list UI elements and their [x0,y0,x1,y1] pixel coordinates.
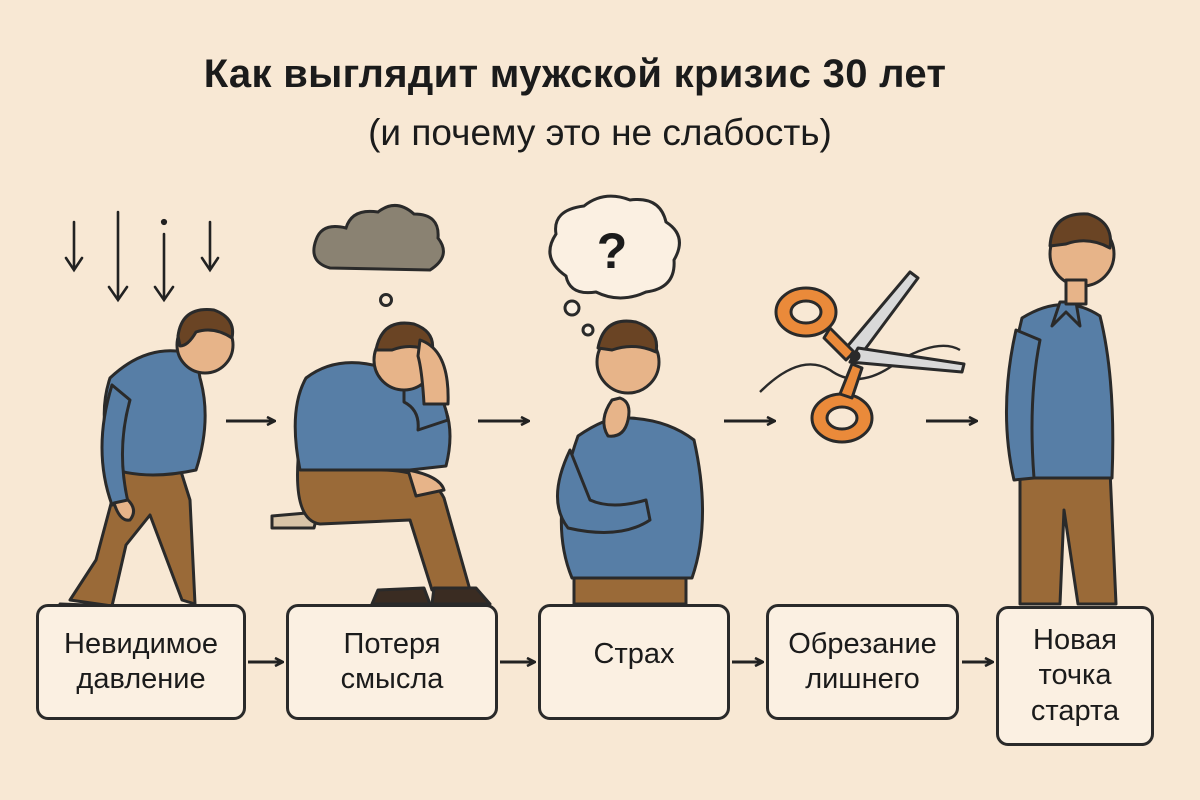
question-bubble-icon [548,194,681,337]
man-hunched-walking [56,308,235,614]
scissors-icon [759,270,966,444]
stage-label: Новая точка старта [1030,623,1120,727]
page-subtitle: (и почему это не слабость) [368,112,832,153]
stage-label: Обрезание лишнего [788,627,937,695]
stage-box-fear: Страх [538,604,730,720]
standing-man-icon [1004,212,1118,606]
stage-box-cutting-excess: Обрезание лишнего [766,604,959,720]
pressure-arrows-icon [64,210,220,303]
stage-box-loss-of-meaning: Потеря смысла [286,604,498,720]
stage-label: Невидимое давление [64,627,218,695]
dark-cloud-icon [312,204,445,307]
stage-box-pressure: Невидимое давление [36,604,246,720]
stage-label: Потеря смысла [340,627,444,695]
man-sitting-head-in-hand [270,321,492,606]
page-title: Как выглядит мужской кризис 30 лет [203,52,947,96]
man-thinking [556,319,704,606]
stage-label: Страх [593,638,675,670]
question-mark: ? [597,223,628,279]
stage-box-new-start: Новая точка старта [996,606,1154,746]
